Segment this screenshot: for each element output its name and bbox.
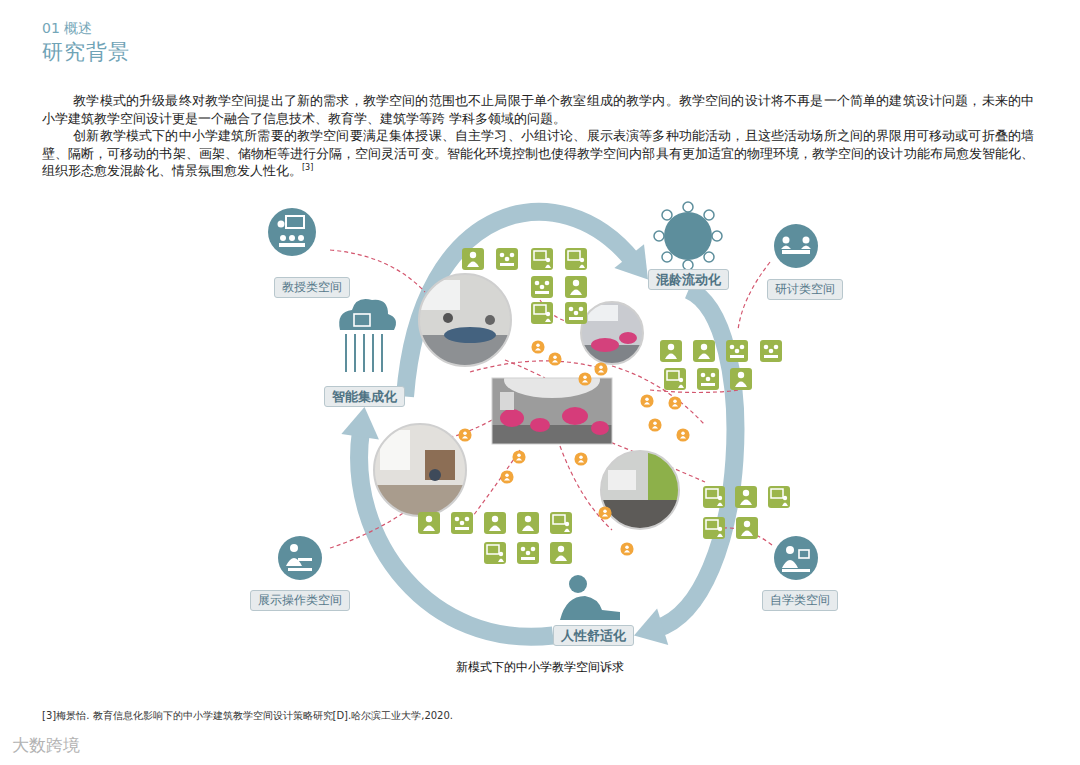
arrow-head [614, 244, 648, 279]
node-text: 研讨类空间 [775, 282, 835, 297]
arrow-head [341, 407, 379, 439]
space-label-box: 自学类空间 [762, 590, 838, 611]
paragraph-line: 教学模式的升级最终对教学空间提出了新的需求，教学空间的范围也不止局限于单个教室组… [42, 92, 1034, 127]
space-label-box: 人性舒适化 [553, 625, 634, 646]
node-text: 混龄流动化 [656, 272, 721, 287]
space-label-box: 混龄流动化 [648, 269, 729, 290]
user-dots [458, 340, 689, 555]
node-text: 人性舒适化 [561, 628, 626, 643]
paragraph: 教学模式的升级最终对教学空间提出了新的需求，教学空间的范围也不止局限于单个教室组… [42, 93, 1034, 126]
space-label-box: 教授类空间 [274, 277, 350, 298]
node-text: 展示操作类空间 [258, 593, 342, 608]
citation-mark: [3] [302, 163, 313, 172]
cycle-arrow [634, 290, 735, 645]
paragraph: 创新教学模式下的中小学建筑所需要的教学空间要满足集体授课、自主学习、小组讨论、展… [42, 128, 1034, 178]
space-label-box: 展示操作类空间 [250, 590, 350, 611]
space-label-box: 智能集成化 [324, 386, 405, 407]
category-icons [268, 202, 818, 620]
section-number: 01 概述 [42, 20, 92, 38]
photo-circles [370, 270, 683, 535]
arrow-shaft [657, 290, 735, 628]
space-label-box: 研讨类空间 [767, 279, 843, 300]
activity-icons [418, 248, 790, 564]
arrow-head [634, 609, 668, 645]
node-text: 自学类空间 [770, 593, 830, 608]
paragraph-line: 创新教学模式下的中小学建筑所需要的教学空间要满足集体授课、自主学习、小组讨论、展… [42, 127, 1034, 180]
page-title: 研究背景 [42, 38, 130, 66]
node-text: 智能集成化 [332, 389, 397, 404]
watermark: 大数跨境 [12, 734, 80, 757]
footnote: [3]梅景怡. 教育信息化影响下的中小学建筑教学空间设计策略研究[D].哈尔滨工… [42, 709, 453, 723]
node-text: 教授类空间 [282, 280, 342, 295]
dashed-links [330, 250, 772, 548]
body-text: 教学模式的升级最终对教学空间提出了新的需求，教学空间的范围也不止局限于单个教室组… [42, 92, 1034, 180]
figure-caption: 新模式下的中小学教学空间诉求 [456, 659, 624, 676]
